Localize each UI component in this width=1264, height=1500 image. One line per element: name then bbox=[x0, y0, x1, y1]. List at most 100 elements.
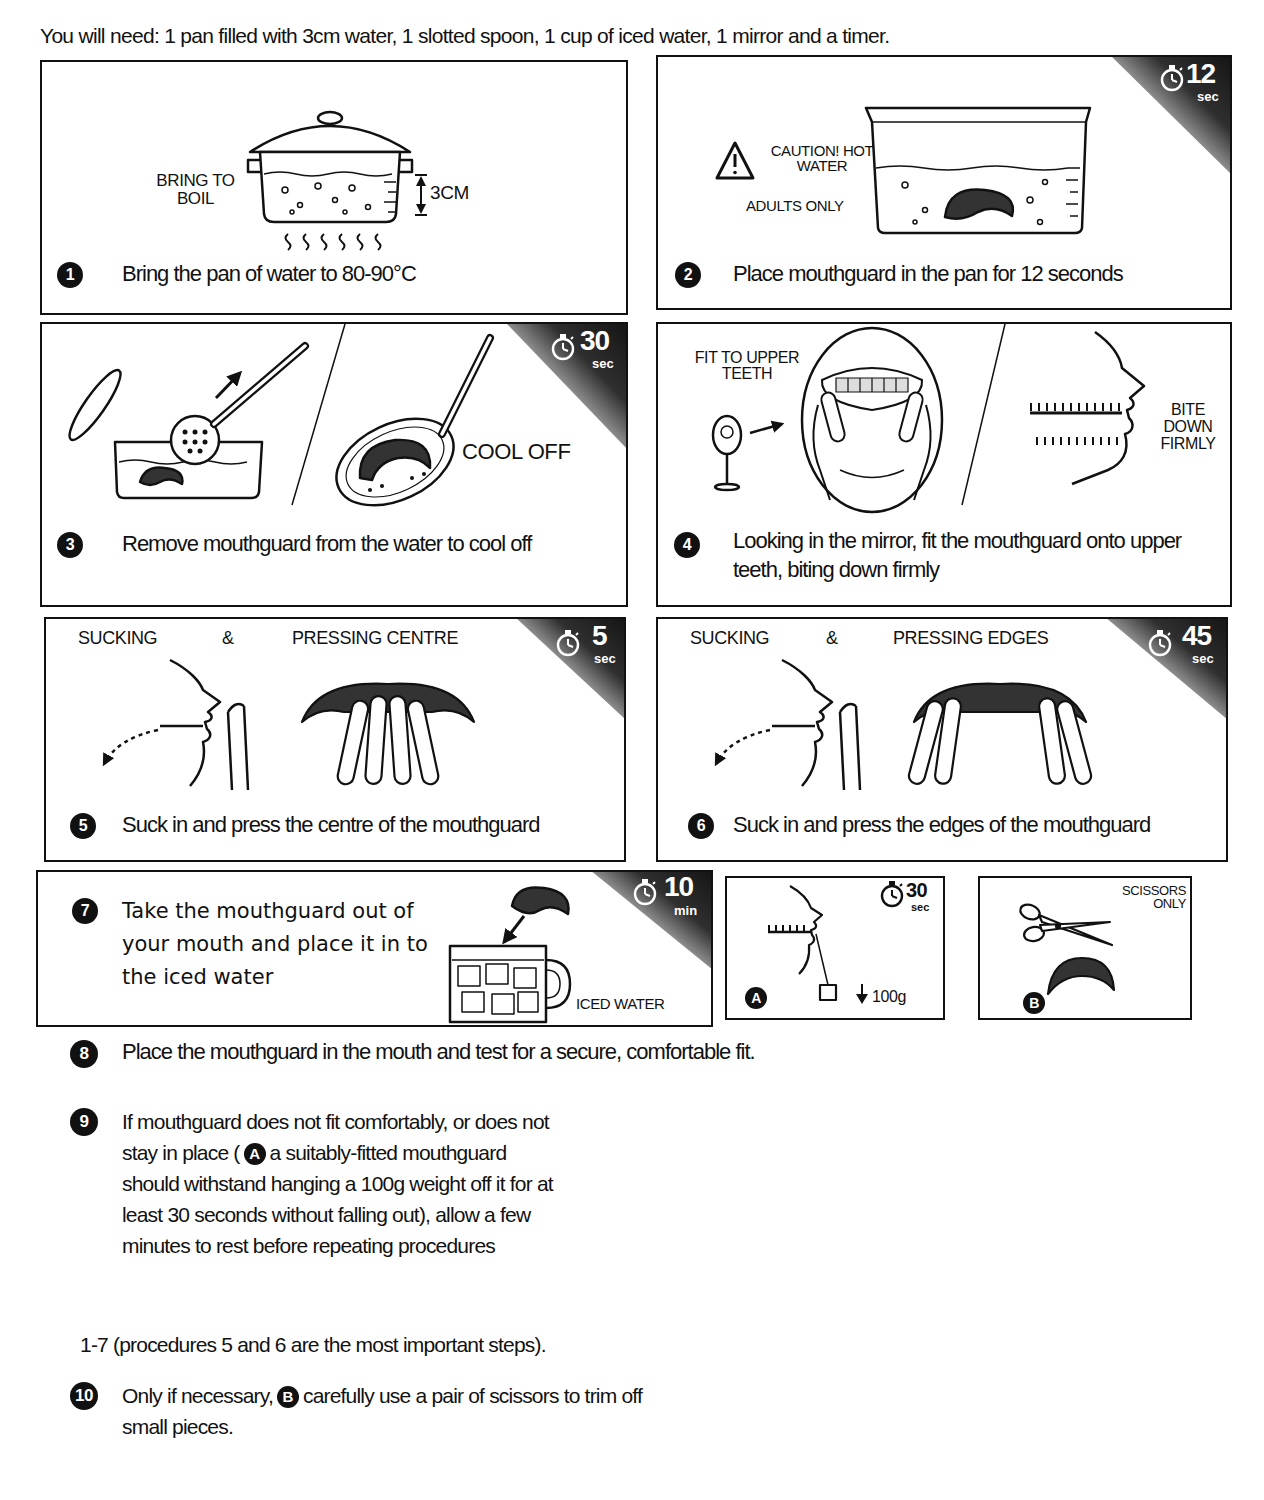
face-profile bbox=[170, 660, 220, 786]
instruction-panel: 12secCAUTION! HOT WATERADULTS ONLY2Place… bbox=[656, 55, 1232, 310]
timer-value: 5 bbox=[592, 622, 607, 650]
corner-shade bbox=[1105, 617, 1228, 720]
corner-shade bbox=[515, 617, 626, 720]
hot-water-container bbox=[1066, 180, 1078, 216]
instruction-panel: SCISSORS ONLY B bbox=[978, 876, 1192, 1020]
boiling-pan bbox=[343, 210, 347, 214]
boiling-pan bbox=[248, 160, 261, 172]
timer-unit: sec bbox=[1197, 90, 1219, 103]
instruction-panel: SUCKING&PRESSING EDGES45sec6Suck in and … bbox=[656, 617, 1228, 862]
timer-value: 10 bbox=[664, 873, 693, 901]
iced-water-glass bbox=[504, 916, 524, 942]
panel-label: SUCKING bbox=[78, 628, 157, 649]
panel-label: ICED WATER bbox=[576, 995, 665, 1012]
pan-and-spoon bbox=[193, 440, 198, 445]
face-profile bbox=[782, 660, 832, 786]
timer-unit: sec bbox=[1192, 652, 1214, 665]
pan-and-spoon bbox=[203, 440, 208, 445]
header-text: You will need: 1 pan filled with 3cm wat… bbox=[40, 24, 889, 48]
iced-water-glass bbox=[514, 968, 536, 988]
panel-label: & bbox=[222, 628, 234, 649]
pan-and-spoon bbox=[360, 440, 430, 480]
boiling-pan bbox=[282, 187, 288, 193]
mirror-fitting bbox=[848, 378, 896, 392]
mirror-fitting bbox=[840, 470, 904, 478]
timer-value: 45 bbox=[1182, 622, 1211, 650]
timer-unit: sec bbox=[592, 357, 614, 370]
pressing-hands bbox=[1055, 699, 1092, 785]
panel-label: 30 bbox=[906, 879, 927, 902]
caption-text: Remove mouthguard from the water to cool… bbox=[122, 531, 531, 556]
step-number: 4 bbox=[674, 532, 700, 558]
boiling-pan bbox=[349, 185, 355, 191]
pressing-hands bbox=[907, 684, 1093, 786]
step-number: 2 bbox=[675, 262, 701, 288]
stopwatch-icon bbox=[558, 630, 578, 655]
step-number: 7 bbox=[72, 898, 98, 924]
weight-test bbox=[790, 886, 822, 974]
pan-and-spoon bbox=[442, 338, 490, 434]
boiling-pan bbox=[298, 203, 303, 208]
mirror-fitting bbox=[1072, 332, 1144, 484]
corner-shade bbox=[590, 870, 713, 970]
iced-water-glass bbox=[452, 959, 544, 961]
caption-text: Suck in and press the centre of the mout… bbox=[122, 812, 540, 837]
face-profile bbox=[772, 725, 815, 728]
hot-water-container bbox=[913, 220, 917, 224]
weight-test bbox=[820, 985, 836, 1000]
mirror-fitting bbox=[836, 378, 908, 392]
step-number: 1 bbox=[57, 262, 83, 288]
pressing-hands bbox=[302, 684, 474, 722]
pan-and-spoon bbox=[183, 440, 188, 445]
boiling-pan bbox=[250, 126, 410, 152]
panel-label: SCISSORS ONLY bbox=[1092, 884, 1186, 910]
step-text: Only if necessary, bbox=[122, 1384, 273, 1407]
instruction-panel: FIT TO UPPER TEETHBITE DOWN FIRMLY4Looki… bbox=[656, 322, 1232, 607]
stopwatch-icon bbox=[1162, 65, 1182, 90]
pan-and-spoon bbox=[214, 346, 305, 424]
iced-water-glass bbox=[486, 964, 508, 984]
instruction-panel: 30secCOOL OFF3Remove mouthguard from the… bbox=[40, 322, 628, 607]
caption-text: Bring the pan of water to 80-90°C bbox=[122, 261, 416, 286]
iced-water-glass bbox=[546, 970, 560, 998]
pan-and-spoon bbox=[203, 430, 208, 435]
mirror-fitting bbox=[713, 416, 741, 454]
pan-and-spoon bbox=[335, 413, 455, 511]
iced-water-glass bbox=[462, 992, 484, 1012]
pan-and-spoon bbox=[214, 346, 305, 424]
caption-text: Place the mouthguard in the mouth and te… bbox=[122, 1039, 755, 1064]
panel-label: SUCKING bbox=[690, 628, 769, 649]
face-profile bbox=[716, 660, 860, 790]
mirror-fitting bbox=[721, 426, 733, 438]
caption-text: Suck in and press the edges of the mouth… bbox=[733, 812, 1150, 837]
pressing-hands bbox=[406, 699, 439, 785]
hot-water-container bbox=[902, 182, 908, 188]
scissors-icon bbox=[1056, 924, 1060, 928]
step-number: 3 bbox=[57, 532, 83, 558]
boiling-pan bbox=[248, 112, 427, 250]
face-profile bbox=[228, 704, 248, 790]
pan-and-spoon bbox=[63, 324, 490, 523]
pressing-hands bbox=[302, 684, 1093, 786]
boiling-pan bbox=[415, 175, 427, 215]
face-profile bbox=[160, 725, 203, 728]
iced-water-glass bbox=[512, 887, 569, 914]
pressing-hands bbox=[365, 696, 387, 785]
step-text: Take the mouthguard out of your mouth an… bbox=[122, 895, 437, 994]
timer-unit: sec bbox=[594, 652, 616, 665]
corner-shade bbox=[1110, 55, 1232, 175]
caution-sign bbox=[734, 154, 737, 167]
boiling-pan bbox=[384, 182, 396, 212]
step-number: B bbox=[1023, 992, 1045, 1014]
panel-label: BITE DOWN FIRMLY bbox=[1150, 402, 1226, 452]
boiling-pan bbox=[264, 172, 392, 176]
panel-label: 100g bbox=[872, 988, 906, 1006]
mirror-fitting bbox=[1030, 403, 1120, 411]
boiling-pan bbox=[260, 152, 400, 222]
mirror-fitting bbox=[726, 454, 729, 484]
weight-test bbox=[816, 934, 828, 985]
pan-and-spoon bbox=[216, 373, 240, 398]
timer-value: 12 bbox=[1186, 60, 1215, 88]
